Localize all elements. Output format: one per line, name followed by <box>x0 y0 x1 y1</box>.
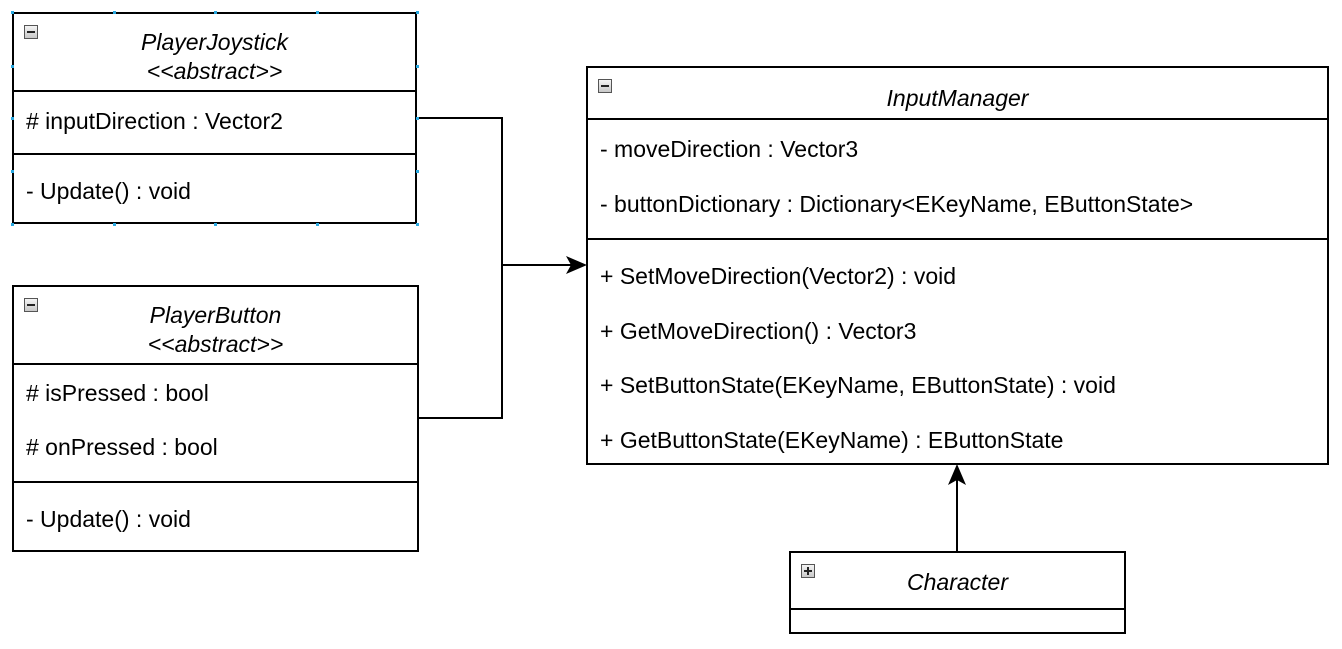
minus-icon[interactable] <box>598 79 612 93</box>
class-name: PlayerButton <box>149 302 282 328</box>
class-stereotype: <<abstract>> <box>146 58 283 84</box>
minus-icon[interactable] <box>24 298 38 312</box>
selection-handle[interactable] <box>416 117 419 120</box>
class-name: InputManager <box>886 85 1029 111</box>
methods-section: - Update() : void <box>14 483 417 550</box>
class-stereotype: <<abstract>> <box>147 331 284 357</box>
attributes-section: - moveDirection : Vector3 - buttonDictio… <box>588 120 1327 240</box>
selection-handle[interactable] <box>11 117 14 120</box>
class-input-manager[interactable]: InputManager - moveDirection : Vector3 -… <box>586 66 1329 465</box>
minus-icon[interactable] <box>24 25 38 39</box>
selection-handle[interactable] <box>416 170 419 173</box>
class-character[interactable]: Character <box>789 551 1126 634</box>
collapsed-section <box>791 610 1124 632</box>
plus-icon[interactable] <box>801 564 815 578</box>
methods-section: - Update() : void <box>14 155 415 222</box>
method: + GetButtonState(EKeyName) : EButtonStat… <box>600 427 1064 453</box>
method: + GetMoveDirection() : Vector3 <box>600 318 917 344</box>
attribute: # onPressed : bool <box>26 434 218 460</box>
selection-handle[interactable] <box>416 65 419 68</box>
connector-button-to-inputmanager[interactable] <box>418 265 503 419</box>
class-player-joystick[interactable]: PlayerJoystick <<abstract>> # inputDirec… <box>12 12 417 224</box>
arrowhead-inputmanager-bottom <box>948 464 966 485</box>
attributes-section: # isPressed : bool # onPressed : bool <box>14 365 417 483</box>
selection-handle[interactable] <box>214 11 217 14</box>
selection-handle[interactable] <box>113 11 116 14</box>
selection-handle[interactable] <box>11 223 14 226</box>
method: + SetButtonState(EKeyName, EButtonState)… <box>600 372 1116 398</box>
class-header: PlayerButton <<abstract>> <box>14 287 417 365</box>
class-name: PlayerJoystick <box>141 29 288 55</box>
attribute: # inputDirection : Vector2 <box>26 108 283 134</box>
class-header: PlayerJoystick <<abstract>> <box>14 14 415 92</box>
selection-handle[interactable] <box>11 170 14 173</box>
arrowhead-inputmanager-left <box>566 256 587 274</box>
selection-handle[interactable] <box>214 223 217 226</box>
method: - Update() : void <box>26 506 191 532</box>
selection-handle[interactable] <box>11 11 14 14</box>
selection-handle[interactable] <box>11 65 14 68</box>
attribute: - moveDirection : Vector3 <box>600 136 859 162</box>
selection-handle[interactable] <box>316 11 319 14</box>
selection-handle[interactable] <box>416 223 419 226</box>
class-name: Character <box>907 569 1008 595</box>
connector-joystick-to-inputmanager[interactable] <box>417 117 576 266</box>
methods-section: + SetMoveDirection(Vector2) : void + Get… <box>588 240 1327 463</box>
selection-handle[interactable] <box>416 11 419 14</box>
attribute: # isPressed : bool <box>26 380 209 406</box>
class-header: Character <box>791 553 1124 610</box>
class-player-button[interactable]: PlayerButton <<abstract>> # isPressed : … <box>12 285 419 552</box>
selection-handle[interactable] <box>113 223 116 226</box>
class-header: InputManager <box>588 68 1327 120</box>
selection-handle[interactable] <box>316 223 319 226</box>
attributes-section: # inputDirection : Vector2 <box>14 92 415 155</box>
attribute: - buttonDictionary : Dictionary<EKeyName… <box>600 191 1194 217</box>
method: + SetMoveDirection(Vector2) : void <box>600 263 957 289</box>
method: - Update() : void <box>26 178 191 204</box>
